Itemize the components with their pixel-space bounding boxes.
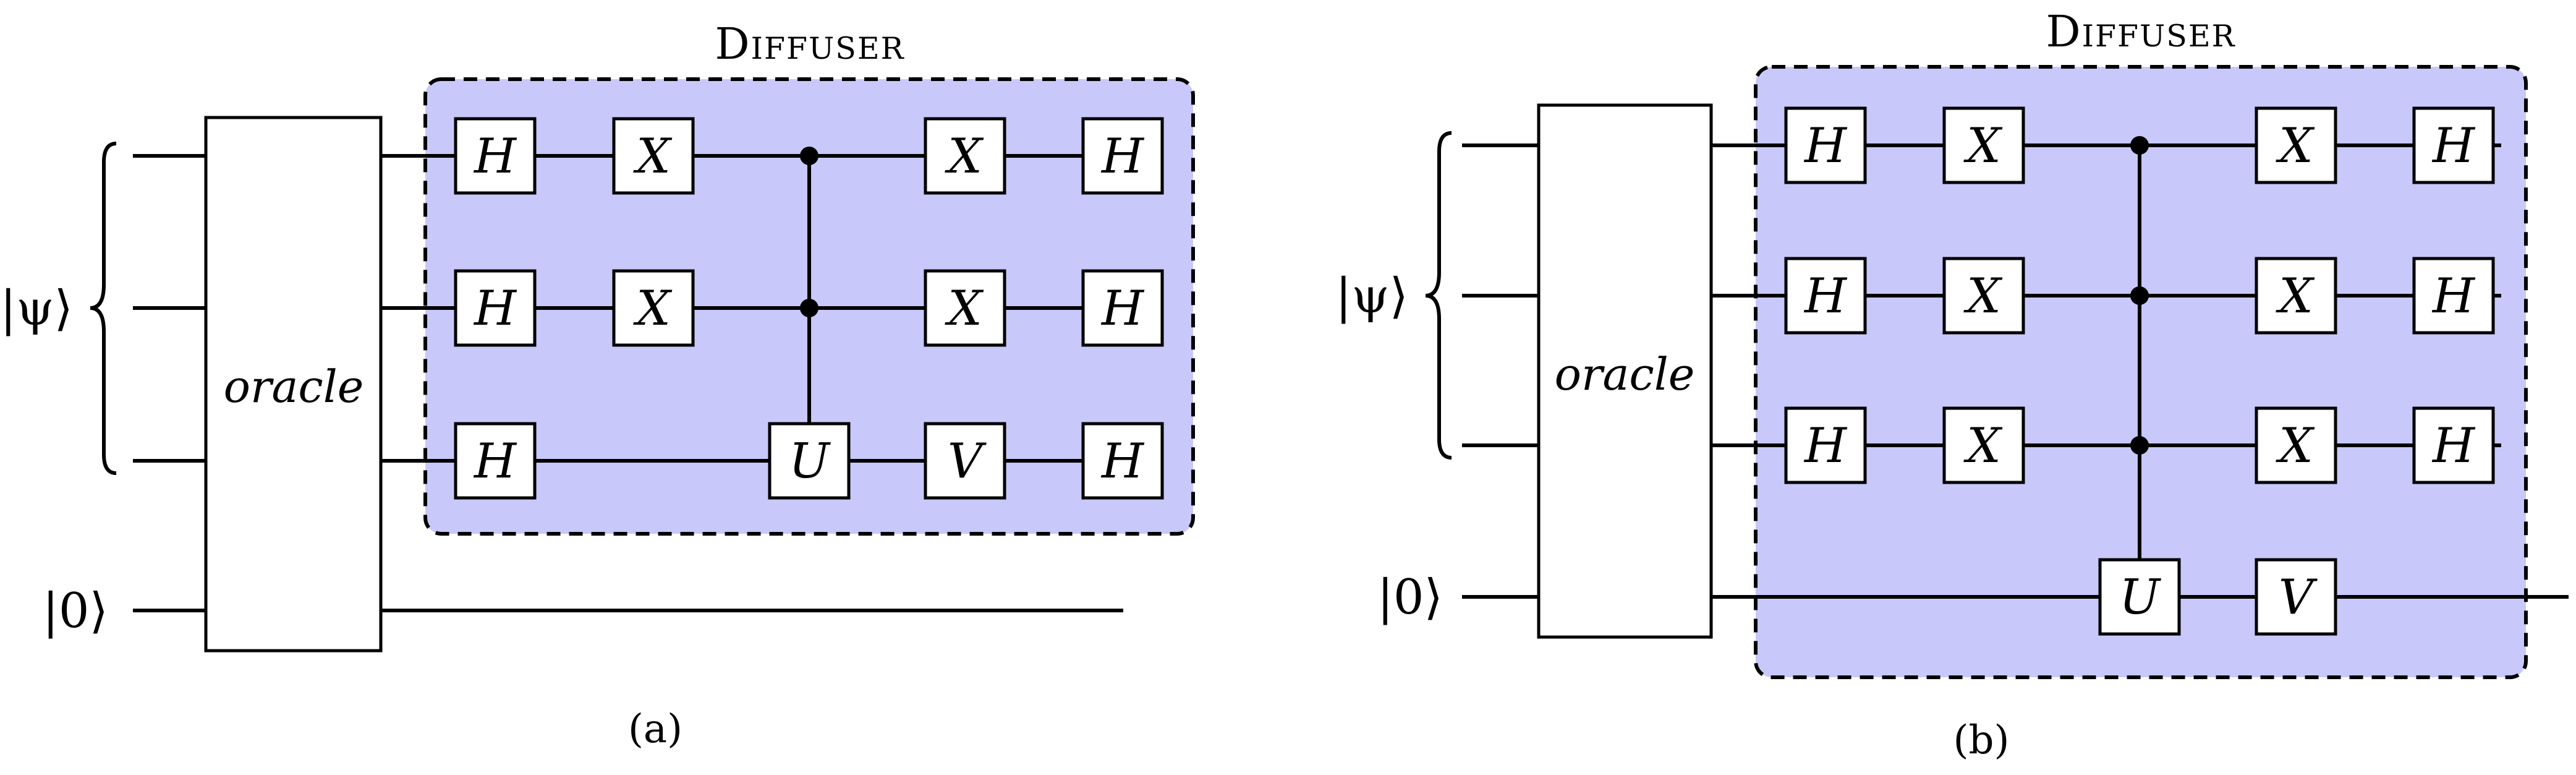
gate-a-h6: H xyxy=(1081,422,1164,500)
gate-a-h4: H xyxy=(1081,269,1164,347)
svg-text:X: X xyxy=(944,281,984,336)
oracle-label-b: oracle xyxy=(1555,348,1695,400)
oracle-box-a xyxy=(204,116,383,653)
svg-text:X: X xyxy=(1963,268,2003,324)
gate-b-x3: X xyxy=(1942,257,2025,335)
svg-text:U: U xyxy=(789,434,831,489)
svg-text:X: X xyxy=(2275,268,2315,324)
svg-text:H: H xyxy=(473,434,517,489)
svg-text:U: U xyxy=(2119,570,2161,625)
diffuser-title-b: Diffuser xyxy=(2046,6,2235,57)
gate-b-u: U xyxy=(2098,558,2181,636)
control-dot-a-1 xyxy=(800,147,818,165)
gate-b-x1: X xyxy=(1942,106,2025,184)
caption-b: (b) xyxy=(1953,717,2010,763)
control-dot-b-2 xyxy=(2130,286,2149,305)
ket-zero-a: |0⟩ xyxy=(43,583,108,639)
svg-text:H: H xyxy=(1100,434,1145,489)
caption-a: (a) xyxy=(628,706,682,752)
gate-b-h4: H xyxy=(2412,257,2495,335)
gate-b-x6: X xyxy=(2255,406,2337,484)
svg-text:X: X xyxy=(1963,118,2003,174)
oracle-label-a: oracle xyxy=(224,361,364,413)
brace-a xyxy=(90,142,117,475)
gate-a-x4: X xyxy=(924,269,1006,347)
svg-text:X: X xyxy=(2275,418,2315,474)
svg-text:H: H xyxy=(2431,118,2476,174)
gate-a-v: V xyxy=(924,422,1006,500)
svg-text:H: H xyxy=(473,129,517,184)
ket-psi-a: |ψ⟩ xyxy=(0,281,73,336)
gate-a-x1: X xyxy=(612,117,695,195)
ket-zero-b: |0⟩ xyxy=(1377,570,1443,625)
svg-text:X: X xyxy=(632,129,673,184)
svg-text:H: H xyxy=(2431,268,2476,324)
control-dot-b-1 xyxy=(2130,136,2149,155)
svg-text:H: H xyxy=(2431,418,2476,474)
gate-b-x4: X xyxy=(2255,257,2337,335)
svg-text:H: H xyxy=(473,281,517,336)
svg-text:X: X xyxy=(1963,418,2003,474)
gate-b-v: V xyxy=(2255,558,2337,636)
gate-a-x3: X xyxy=(612,269,695,347)
control-dot-a-2 xyxy=(800,299,818,317)
gate-b-x5: X xyxy=(1942,406,2025,484)
gate-a-x2: X xyxy=(924,117,1006,195)
circuit-b: Diffuser |ψ⟩ |0⟩ oracle H X X H H X X H … xyxy=(1335,6,2569,763)
svg-text:H: H xyxy=(1803,268,1848,324)
gate-b-h2: H xyxy=(2412,106,2495,184)
gate-b-x2: X xyxy=(2255,106,2337,184)
svg-text:V: V xyxy=(2279,570,2318,625)
gate-b-h5: H xyxy=(1784,406,1867,484)
gate-a-u: U xyxy=(768,422,851,500)
gate-a-h2: H xyxy=(1081,117,1164,195)
svg-text:X: X xyxy=(944,129,984,184)
svg-text:H: H xyxy=(1803,118,1848,174)
oracle-box-b xyxy=(1537,103,1713,639)
ket-psi-b: |ψ⟩ xyxy=(1335,268,1408,324)
svg-text:X: X xyxy=(2275,118,2315,174)
circuit-a: Diffuser |ψ⟩ |0⟩ oracle H X X H H X X H … xyxy=(0,19,1195,752)
brace-b xyxy=(1425,131,1452,460)
gate-a-h1: H xyxy=(454,117,537,195)
control-dot-b-3 xyxy=(2130,436,2149,455)
gate-a-h5: H xyxy=(454,422,537,500)
gate-a-h3: H xyxy=(454,269,537,347)
svg-text:H: H xyxy=(1100,129,1145,184)
gate-b-h6: H xyxy=(2412,406,2495,484)
gate-b-h1: H xyxy=(1784,106,1867,184)
gate-b-h3: H xyxy=(1784,257,1867,335)
svg-text:H: H xyxy=(1100,281,1145,336)
svg-text:H: H xyxy=(1803,418,1848,474)
svg-text:X: X xyxy=(632,281,673,336)
diffuser-title-a: Diffuser xyxy=(715,19,904,69)
svg-text:V: V xyxy=(948,434,987,489)
